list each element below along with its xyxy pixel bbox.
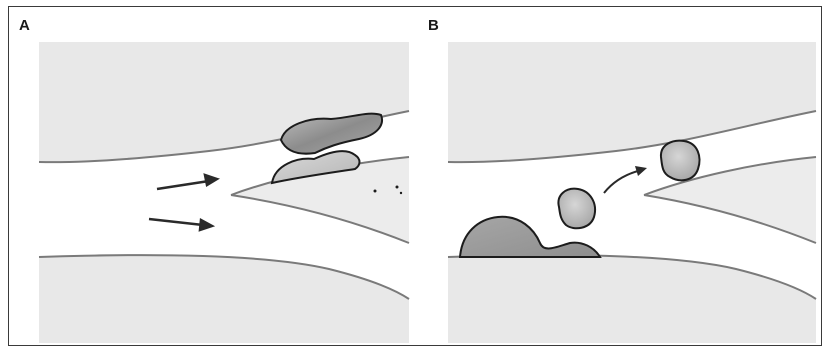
upper-tissue xyxy=(448,42,816,162)
debris-dot xyxy=(396,186,399,189)
lower-tissue xyxy=(39,255,409,343)
figure-frame: A xyxy=(8,6,822,346)
debris-dot xyxy=(374,190,377,193)
upper-tissue xyxy=(39,42,409,162)
panel-b-illustration xyxy=(416,7,823,347)
flow-arrow xyxy=(149,219,212,230)
panel-a-illustration xyxy=(9,7,416,347)
movement-arrow xyxy=(604,166,647,193)
panel-b: B xyxy=(416,7,823,347)
embolus-fragment xyxy=(558,189,595,229)
flow-arrow xyxy=(157,175,217,189)
embolus-fragment xyxy=(661,141,700,181)
panel-a: A xyxy=(9,7,416,347)
panel-b-label: B xyxy=(428,17,439,34)
lower-tissue xyxy=(448,255,816,343)
panel-a-label: A xyxy=(19,17,30,34)
debris-dot xyxy=(400,192,402,194)
